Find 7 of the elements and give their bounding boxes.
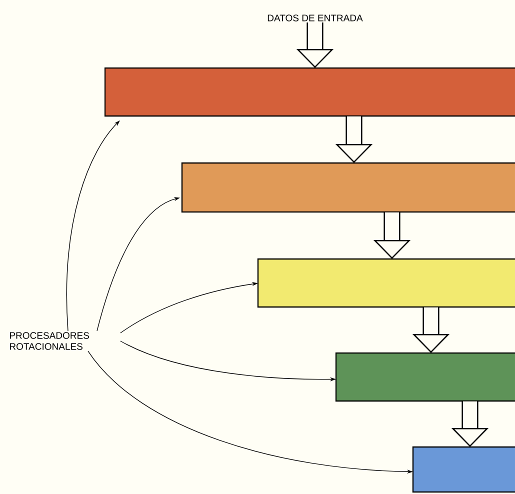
text-label: DATOS DE ENTRADA [268, 14, 363, 22]
text-label: PROCESADORES ROTACIONALES [10, 332, 89, 350]
color-bar [257, 258, 515, 308]
color-bar [412, 446, 515, 493]
color-bar [335, 352, 515, 402]
color-bar [181, 162, 515, 213]
color-bar [104, 67, 515, 117]
